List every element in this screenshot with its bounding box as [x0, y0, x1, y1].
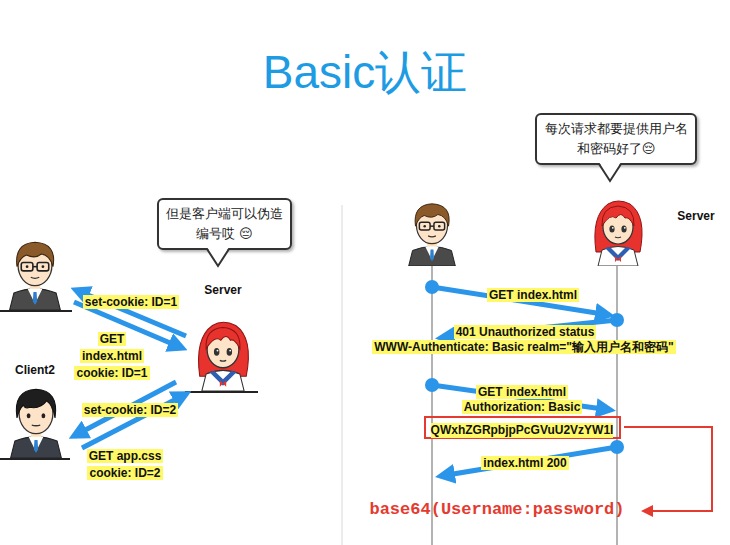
figure-name: Server: [677, 209, 714, 223]
client-figure: [11, 389, 62, 458]
label-slot: WWW-Authenticate: Basic realm="输入用户名和密码": [344, 338, 704, 355]
ground-line: [185, 391, 258, 393]
message-arrow: [76, 290, 186, 336]
bubble-text: 但是客户端可以伪造编号哎 😔: [165, 204, 284, 244]
ground-line: [0, 310, 72, 312]
speech-bubble: 但是客户端可以伪造编号哎 😔: [157, 198, 292, 250]
label-slot: GET index.html: [353, 286, 713, 303]
message-label: GET index.html: [476, 385, 568, 399]
server-figure: [595, 201, 642, 266]
encoding-formula: base64(Username:password): [369, 500, 624, 519]
right-scene: [409, 201, 712, 545]
label-slot: GET index.html cookie: ID=1: [70, 330, 154, 381]
bubble-tail-outline: [207, 249, 229, 266]
message-label: set-cookie: ID=2: [82, 403, 178, 417]
client-figure: [10, 242, 61, 310]
label-slot: Authorization: Basic: [342, 398, 702, 415]
bubble-tail-fill: [599, 162, 621, 181]
message-arrow: [441, 320, 617, 338]
label-slot: GET app.css cookie: ID=2: [83, 447, 167, 481]
label-slot: 401 Unauthorized status: [345, 323, 705, 340]
figure-name: Server: [204, 283, 241, 297]
leader-arrow-head: [641, 505, 653, 517]
label-slot: set-cookie: ID=1: [0, 293, 311, 310]
bubble-text: 每次请求都要提供用户名和密码好了😔: [543, 119, 689, 159]
message-label: GET app.css cookie: ID=2: [87, 449, 164, 480]
message-label: set-cookie: ID=1: [83, 295, 179, 309]
label-slot: index.html 200: [345, 454, 705, 471]
divider-line: [341, 205, 343, 545]
message-label: GET index.html cookie: ID=1: [74, 332, 149, 380]
message-label: WWW-Authenticate: Basic realm="输入用户名和密码": [372, 340, 676, 354]
message-label: Authorization: Basic: [462, 400, 583, 414]
ground-line: [0, 458, 70, 460]
message-arrow: [82, 394, 186, 448]
encoded-credentials: QWxhZGRpbjpPcGVuU2VzYW1l: [431, 423, 614, 438]
label-slot: set-cookie: ID=2: [0, 401, 310, 418]
leader-line: [624, 427, 712, 511]
speech-bubble: 每次请求都要提供用户名和密码好了😔: [535, 113, 697, 165]
title-slot: Basic认证: [0, 48, 730, 96]
bubble-tail: [599, 163, 621, 183]
bubble-tail-fill: [207, 247, 229, 266]
message-label: index.html 200: [481, 456, 568, 470]
label-slot: GET index.html: [342, 383, 702, 400]
message-arrow: [432, 287, 609, 315]
left-scene: [0, 242, 258, 459]
message-label: GET index.html: [487, 288, 579, 302]
figure-name: Client2: [15, 363, 55, 377]
message-arrow: [441, 447, 617, 476]
bubble-tail-outline: [599, 164, 621, 181]
highlight-box: QWxhZGRpbjpPcGVuU2VzYW1l: [424, 416, 621, 439]
bubble-tail: [207, 248, 229, 268]
server-figure: [199, 322, 249, 391]
label-slot: Server: [516, 207, 730, 224]
page-title: Basic认证: [263, 46, 467, 98]
client-figure: [409, 204, 456, 266]
message-label: 401 Unauthorized status: [454, 325, 597, 339]
label-slot: base64(Username:password): [317, 500, 677, 520]
